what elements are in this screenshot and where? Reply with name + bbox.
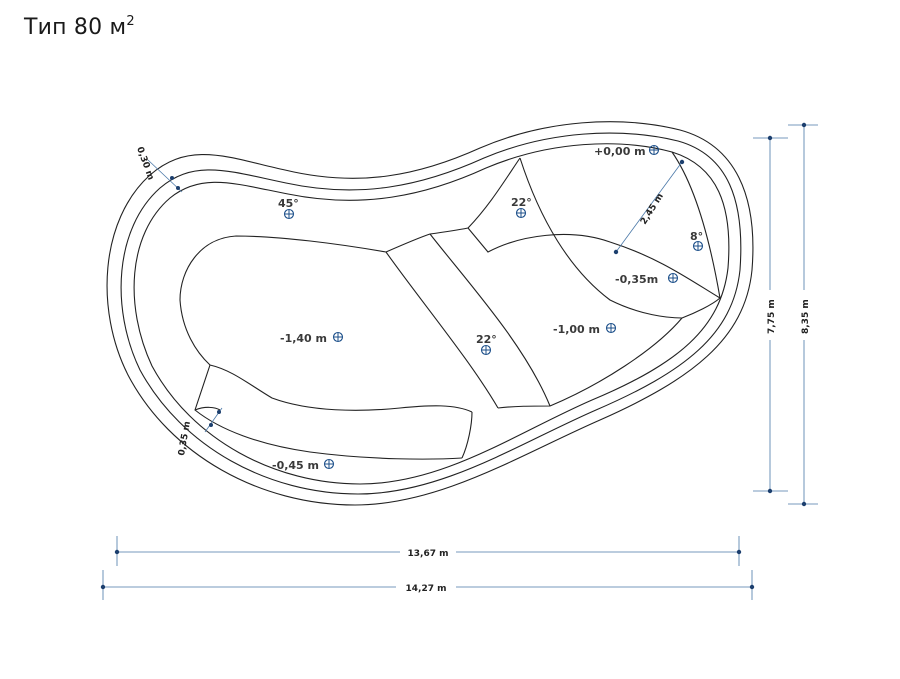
wall-bottom-dot-2	[217, 410, 221, 414]
bench-inner	[194, 406, 221, 411]
outer-height-dot-top	[801, 122, 807, 128]
marker-center-slope	[480, 344, 492, 356]
marker-bench	[323, 458, 335, 470]
outer-width-dot-right	[749, 584, 755, 590]
label-step-width: 2,45 m	[639, 192, 666, 227]
label-upper-step: 22°	[511, 196, 532, 209]
outer-width-dot-left	[100, 584, 106, 590]
label-inner-width: 13,67 m	[408, 549, 449, 559]
label-top-depth: +0,00 m	[594, 145, 646, 158]
marker-middle	[605, 322, 617, 334]
title-text: Тип 80 м	[24, 15, 127, 40]
label-center-slope: 22°	[476, 333, 497, 346]
label-outer-width: 14,27 m	[406, 584, 447, 594]
step-width-dot-1	[613, 249, 619, 255]
label-main-depth: -1,40 m	[280, 332, 327, 345]
marker-right-slope	[692, 240, 704, 252]
label-outer-height: 8,35 m	[801, 299, 811, 334]
pool-wall-outline	[120, 132, 742, 495]
bench-right	[461, 411, 473, 459]
wall-top-dot-1	[170, 176, 174, 180]
title-superscript: 2	[126, 14, 135, 29]
center-slope-left	[385, 251, 499, 409]
label-right-slope: 8°	[690, 230, 703, 243]
center-slope-bottom	[497, 317, 683, 409]
marker-main	[332, 331, 344, 343]
marker-shallow-step	[667, 272, 679, 284]
wall-top-dim-line	[147, 159, 183, 193]
center-slope-top	[385, 227, 469, 253]
wall-top-dot-2	[176, 186, 180, 190]
step-width-dim-line	[615, 161, 683, 253]
label-inner-height: 7,75 m	[767, 299, 777, 334]
marker-upper-step	[515, 207, 527, 219]
label-shallow-depth: -0,35m	[615, 273, 658, 286]
page-title: Тип 80 м2	[24, 14, 135, 40]
label-wall-bottom: 0,35 m	[177, 421, 193, 457]
pool-outer-outline	[106, 121, 754, 506]
inner-height-dot-bottom	[767, 488, 773, 494]
upper-step-line	[467, 227, 721, 299]
label-bench-depth: -0,45 m	[272, 459, 319, 472]
inner-width-dot-left	[114, 549, 120, 555]
pool-rim-outline	[133, 143, 730, 485]
marker-left-slope	[283, 208, 295, 220]
label-left-slope: 45°	[278, 197, 299, 210]
step-width-dot-2	[679, 159, 685, 165]
wall-bottom-dot-1	[209, 423, 213, 427]
outer-height-dot-bottom	[801, 501, 807, 507]
label-middle-depth: -1,00 m	[553, 323, 600, 336]
center-slope-right	[429, 233, 551, 407]
inner-width-dot-right	[736, 549, 742, 555]
inner-height-dot-top	[767, 135, 773, 141]
upper-step-edge	[467, 157, 521, 229]
main-deep-area	[179, 235, 473, 413]
marker-top	[648, 144, 660, 156]
bench-top	[194, 364, 463, 460]
